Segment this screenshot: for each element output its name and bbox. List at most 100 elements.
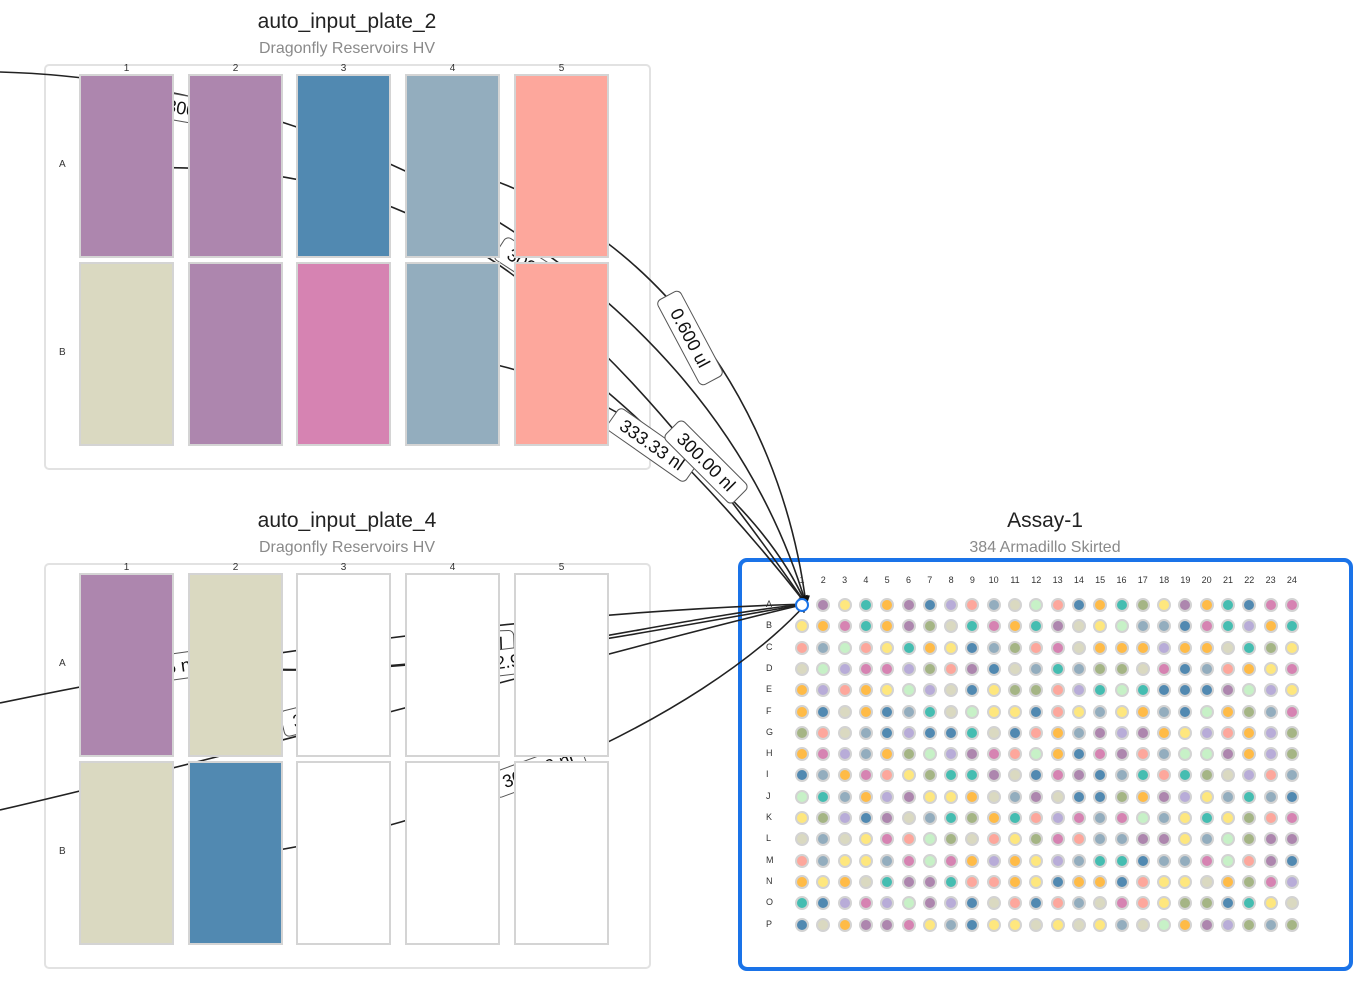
assay-well-h22[interactable] xyxy=(1242,747,1257,762)
assay-well-b21[interactable] xyxy=(1221,619,1235,634)
assay-well-f21[interactable] xyxy=(1221,704,1235,719)
assay-well-c7[interactable] xyxy=(922,640,937,655)
assay-well-a5[interactable] xyxy=(880,598,895,612)
assay-well-i22[interactable] xyxy=(1242,768,1257,783)
assay-well-c15[interactable] xyxy=(1093,640,1108,655)
assay-well-a23[interactable] xyxy=(1263,598,1278,612)
reservoir-well-b2[interactable] xyxy=(188,262,283,446)
assay-well-d9[interactable] xyxy=(965,661,980,676)
assay-well-h9[interactable] xyxy=(965,747,980,762)
assay-well-c3[interactable] xyxy=(837,640,852,655)
reservoir-well-a1[interactable] xyxy=(79,74,174,258)
assay-well-d3[interactable] xyxy=(837,661,852,676)
assay-well-p14[interactable] xyxy=(1071,917,1086,932)
assay-well-k13[interactable] xyxy=(1050,811,1065,825)
assay-well-l21[interactable] xyxy=(1221,832,1235,847)
assay-well-c11[interactable] xyxy=(1008,640,1022,655)
assay-well-e9[interactable] xyxy=(965,683,980,698)
reservoir-well-b4[interactable] xyxy=(405,761,500,945)
assay-well-g14[interactable] xyxy=(1071,725,1086,740)
assay-well-b6[interactable] xyxy=(901,619,916,634)
assay-well-k17[interactable] xyxy=(1135,811,1150,825)
assay-well-f12[interactable] xyxy=(1029,704,1044,719)
assay-well-b14[interactable] xyxy=(1071,619,1086,634)
assay-well-c18[interactable] xyxy=(1157,640,1172,655)
assay-well-h20[interactable] xyxy=(1199,747,1214,762)
assay-well-i12[interactable] xyxy=(1029,768,1044,783)
assay-well-m8[interactable] xyxy=(944,853,959,868)
assay-well-a2[interactable] xyxy=(816,598,831,612)
assay-well-l2[interactable] xyxy=(816,832,831,847)
assay-well-k22[interactable] xyxy=(1242,811,1257,825)
assay-well-k21[interactable] xyxy=(1221,811,1235,825)
assay-well-j23[interactable] xyxy=(1263,789,1278,804)
assay-well-m19[interactable] xyxy=(1178,853,1193,868)
assay-well-j5[interactable] xyxy=(880,789,895,804)
assay-well-h3[interactable] xyxy=(837,747,852,762)
assay-well-c10[interactable] xyxy=(986,640,1001,655)
assay-well-h24[interactable] xyxy=(1284,747,1299,762)
assay-well-c12[interactable] xyxy=(1029,640,1044,655)
assay-well-p20[interactable] xyxy=(1199,917,1214,932)
assay-well-f5[interactable] xyxy=(880,704,895,719)
assay-well-b15[interactable] xyxy=(1093,619,1108,634)
assay-well-g1[interactable] xyxy=(795,725,809,740)
assay-well-f16[interactable] xyxy=(1114,704,1129,719)
assay-well-e10[interactable] xyxy=(986,683,1001,698)
assay-well-e22[interactable] xyxy=(1242,683,1257,698)
assay-well-i17[interactable] xyxy=(1135,768,1150,783)
assay-well-l11[interactable] xyxy=(1008,832,1022,847)
assay-well-f22[interactable] xyxy=(1242,704,1257,719)
assay-well-h23[interactable] xyxy=(1263,747,1278,762)
assay-well-e3[interactable] xyxy=(837,683,852,698)
assay-well-e19[interactable] xyxy=(1178,683,1193,698)
assay-well-i2[interactable] xyxy=(816,768,831,783)
assay-well-o7[interactable] xyxy=(922,896,937,911)
assay-well-j8[interactable] xyxy=(944,789,959,804)
assay-well-j21[interactable] xyxy=(1221,789,1235,804)
assay-well-c16[interactable] xyxy=(1114,640,1129,655)
assay-well-p23[interactable] xyxy=(1263,917,1278,932)
assay-well-m18[interactable] xyxy=(1157,853,1172,868)
assay-well-g20[interactable] xyxy=(1199,725,1214,740)
assay-well-j2[interactable] xyxy=(816,789,831,804)
assay-well-a22[interactable] xyxy=(1242,598,1257,612)
assay-well-p8[interactable] xyxy=(944,917,959,932)
assay-well-g3[interactable] xyxy=(837,725,852,740)
assay-well-l10[interactable] xyxy=(986,832,1001,847)
assay-well-k4[interactable] xyxy=(858,811,873,825)
reservoir-well-a4[interactable] xyxy=(405,573,500,757)
reservoir-well-a2[interactable] xyxy=(188,74,283,258)
assay-well-a21[interactable] xyxy=(1221,598,1235,612)
assay-well-h15[interactable] xyxy=(1093,747,1108,762)
assay-well-j24[interactable] xyxy=(1284,789,1299,804)
assay-well-i21[interactable] xyxy=(1221,768,1235,783)
assay-well-d2[interactable] xyxy=(816,661,831,676)
assay-well-f24[interactable] xyxy=(1284,704,1299,719)
assay-well-e13[interactable] xyxy=(1050,683,1065,698)
assay-well-p9[interactable] xyxy=(965,917,980,932)
assay-well-m24[interactable] xyxy=(1284,853,1299,868)
assay-well-b4[interactable] xyxy=(858,619,873,634)
assay-well-c4[interactable] xyxy=(858,640,873,655)
assay-well-n3[interactable] xyxy=(837,874,852,889)
assay-well-n7[interactable] xyxy=(922,874,937,889)
assay-well-o10[interactable] xyxy=(986,896,1001,911)
assay-well-n22[interactable] xyxy=(1242,874,1257,889)
assay-well-h17[interactable] xyxy=(1135,747,1150,762)
assay-well-a1[interactable] xyxy=(795,598,809,612)
assay-well-j7[interactable] xyxy=(922,789,937,804)
assay-well-e2[interactable] xyxy=(816,683,831,698)
assay-well-c2[interactable] xyxy=(816,640,831,655)
assay-well-p21[interactable] xyxy=(1221,917,1235,932)
assay-well-p18[interactable] xyxy=(1157,917,1172,932)
assay-well-m7[interactable] xyxy=(922,853,937,868)
assay-well-m13[interactable] xyxy=(1050,853,1065,868)
assay-well-p22[interactable] xyxy=(1242,917,1257,932)
assay-well-e11[interactable] xyxy=(1008,683,1022,698)
assay-well-f7[interactable] xyxy=(922,704,937,719)
assay-well-l8[interactable] xyxy=(944,832,959,847)
reservoir-well-a5[interactable] xyxy=(514,573,609,757)
assay-well-j12[interactable] xyxy=(1029,789,1044,804)
assay-well-i23[interactable] xyxy=(1263,768,1278,783)
